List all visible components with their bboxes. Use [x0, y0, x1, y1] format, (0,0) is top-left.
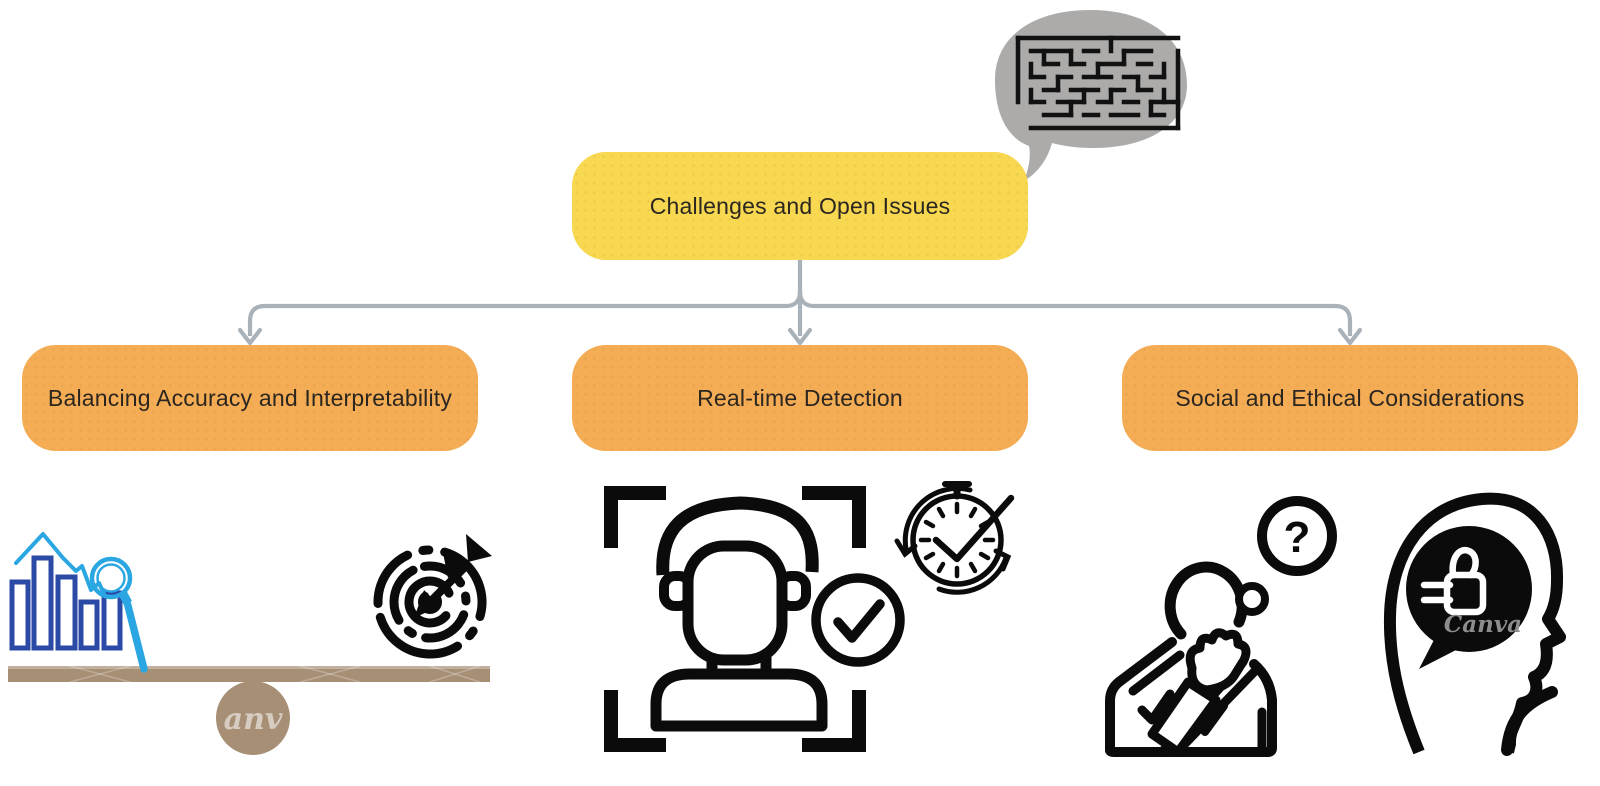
- question-mark: ?: [1284, 513, 1311, 562]
- check-circle-icon: [811, 573, 905, 667]
- dart-fletch: [442, 548, 468, 578]
- arrowheads: [237, 327, 1363, 346]
- person-head: [1164, 561, 1248, 640]
- hand-on-chin: [1185, 628, 1251, 695]
- node-label: Real-time Detection: [697, 384, 903, 411]
- thumbs-up-glyph: [1420, 546, 1487, 616]
- node-label: Balancing Accuracy and Interpretability: [47, 384, 453, 411]
- face-detection-frame-icon: [604, 486, 866, 752]
- canva-watermark-head: Canva: [1444, 611, 1522, 638]
- person-face: [650, 496, 828, 732]
- stopwatch-icon: [894, 481, 1015, 595]
- brain-bubble: [1406, 526, 1532, 652]
- seesaw-fulcrum: [216, 681, 290, 755]
- node-real-time-detection: Real-time Detection: [572, 345, 1028, 451]
- bar-chart-magnifier-icon: [9, 532, 148, 673]
- maze-walls: [1015, 35, 1181, 131]
- thinking-person-icon: [1105, 561, 1277, 757]
- seesaw-balance-icon: anv: [8, 665, 490, 755]
- corner-brackets: [604, 486, 866, 752]
- stopwatch-check-hands: [932, 494, 1015, 563]
- canva-watermark-fulcrum: anv: [224, 702, 283, 737]
- dart-tip: [414, 590, 440, 618]
- head-thumbs-up-icon: Canva: [1383, 492, 1566, 756]
- seesaw-plank: [8, 666, 490, 682]
- target-dart-icon: [373, 534, 492, 659]
- node-balancing-accuracy-interpretability: Balancing Accuracy and Interpretability: [22, 345, 478, 451]
- node-social-ethical-considerations: Social and Ethical Considerations: [1122, 345, 1578, 451]
- node-label: Challenges and Open Issues: [649, 192, 951, 219]
- connector-lines: [237, 260, 1363, 346]
- node-label: Social and Ethical Considerations: [1175, 384, 1525, 411]
- maze-speech-bubble-icon: [995, 10, 1187, 181]
- dart-fletch: [466, 534, 492, 562]
- stopwatch-ticks: [918, 501, 996, 579]
- node-challenges-and-open-issues: Challenges and Open Issues: [572, 152, 1028, 260]
- magnifier-icon: [89, 556, 148, 673]
- question-bubble-icon: ?: [1235, 496, 1337, 616]
